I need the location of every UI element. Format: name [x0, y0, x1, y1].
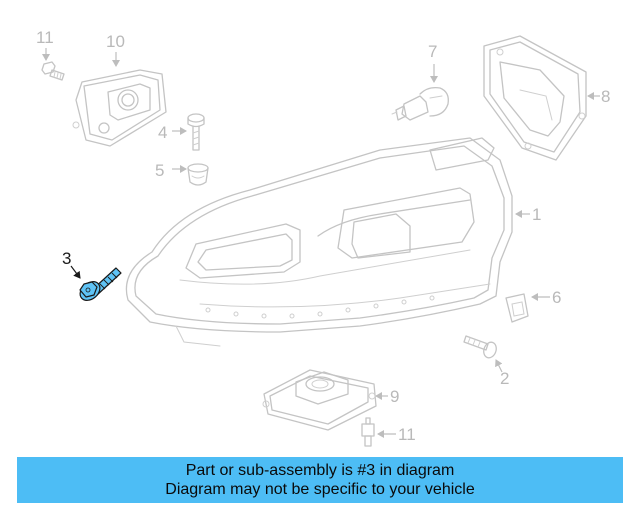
part-1-headlamp-assembly[interactable] — [125, 137, 513, 347]
callout-7: 7 — [428, 42, 437, 61]
callout-3: 3 — [62, 249, 71, 268]
part-8-housing-cover[interactable] — [483, 35, 587, 161]
parts-diagram: 11 10 4 5 7 — [36, 28, 610, 447]
banner-line-disclaimer: Diagram may not be specific to your vehi… — [165, 481, 475, 498]
callout-10: 10 — [106, 32, 125, 51]
part-9-ballast-module[interactable] — [262, 369, 377, 431]
callout-4: 4 — [158, 123, 167, 142]
info-banner: Part or sub-assembly is #3 in diagram Di… — [17, 457, 623, 503]
leader-3 — [70, 265, 81, 279]
callout-8: 8 — [601, 87, 610, 106]
leader-2 — [495, 359, 503, 373]
part-11-bolt-bottom[interactable] — [361, 417, 375, 447]
part-6-clip[interactable] — [505, 293, 529, 323]
callout-5: 5 — [155, 161, 164, 180]
part-11-bolt-top[interactable] — [41, 61, 65, 81]
part-3-bolt-highlighted[interactable] — [76, 267, 122, 304]
part-10-control-module[interactable] — [72, 69, 167, 147]
callout-11-bottom: 11 — [398, 425, 416, 444]
callout-6: 6 — [552, 288, 561, 307]
callout-1: 1 — [532, 205, 541, 224]
part-7-bulb-socket[interactable] — [391, 86, 449, 121]
banner-line-part: Part or sub-assembly is #3 in diagram — [185, 462, 455, 479]
part-5-clip[interactable] — [187, 163, 209, 186]
part-2-screw[interactable] — [463, 335, 498, 360]
callout-11-top: 11 — [36, 28, 54, 47]
callout-2: 2 — [500, 369, 509, 388]
part-4-screw[interactable] — [187, 113, 205, 151]
callout-9: 9 — [390, 387, 399, 406]
